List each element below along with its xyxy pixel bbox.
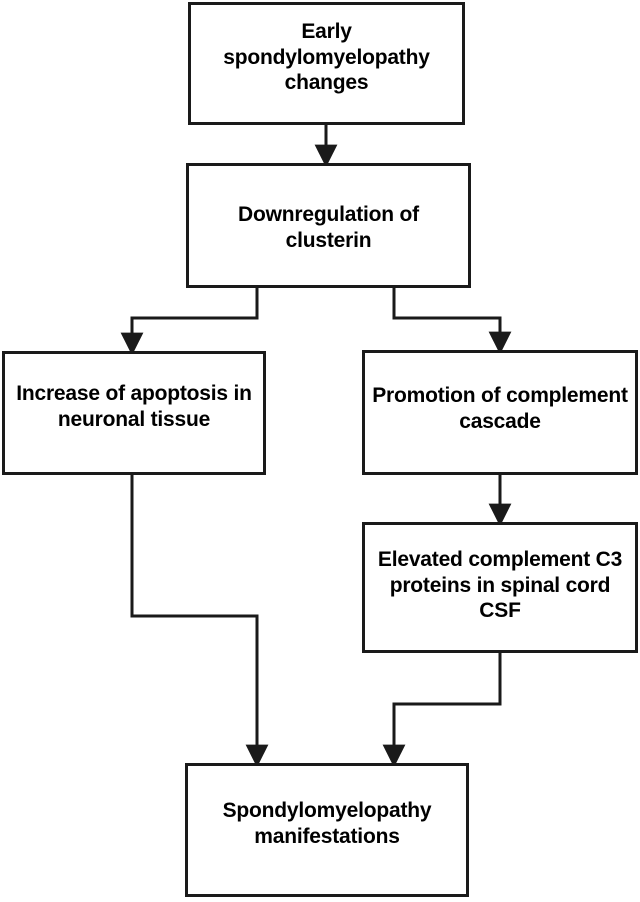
edge-downregulation-to-complement (392, 288, 512, 355)
node-label: Spondylomyelopathy manifestations (222, 799, 432, 848)
node-label: Downregulation of clusterin (238, 202, 419, 252)
edge-apoptosis-to-manifestations (130, 475, 269, 768)
node-downregulation-of-clusterin: Downregulation of clusterin (186, 163, 471, 288)
node-label: Increase of apoptosis in neuronal tissue (16, 382, 252, 431)
node-elevated-complement-c3-proteins: Elevated complement C3 proteins in spina… (362, 522, 638, 653)
node-label: Promotion of complement cascade (372, 383, 628, 433)
node-promotion-of-complement-cascade: Promotion of complement cascade (362, 350, 638, 475)
node-label: Elevated complement C3 proteins in spina… (377, 548, 623, 623)
edge-c3proteins-to-manifestations (382, 653, 502, 768)
edge-downregulation-to-apoptosis (120, 288, 259, 356)
node-spondylomyelopathy-manifestations: Spondylomyelopathy manifestations (185, 763, 469, 897)
node-label: Early spondylomyelopathy changes (223, 20, 430, 95)
node-early-spondylomyelopathy-changes: Early spondylomyelopathy changes (188, 2, 465, 125)
node-increase-of-apoptosis: Increase of apoptosis in neuronal tissue (2, 351, 266, 475)
